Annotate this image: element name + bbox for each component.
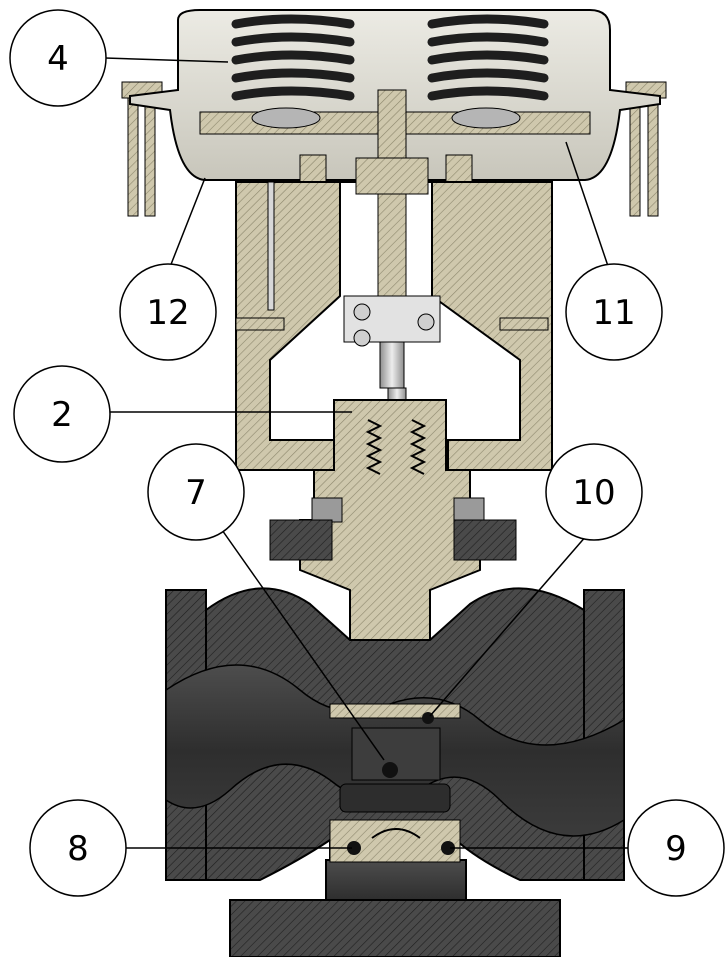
leader-lines [104, 57, 640, 849]
callout-7-label: 7 [185, 473, 207, 513]
callout-8: 8 [29, 799, 127, 897]
right-bracket [625, 81, 667, 217]
callout-9: 9 [627, 799, 725, 897]
callout-4: 4 [9, 9, 107, 107]
callout-12: 12 [119, 263, 217, 361]
callout-11-label: 11 [592, 293, 635, 333]
callout-8-label: 8 [67, 829, 89, 869]
callout-7: 7 [147, 443, 245, 541]
callouts: 4 12 11 2 7 10 8 9 [9, 9, 725, 897]
callout-2: 2 [13, 365, 111, 463]
callout-11: 11 [565, 263, 663, 361]
callout-10: 10 [545, 443, 643, 541]
left-bracket [121, 81, 163, 217]
callout-2-label: 2 [51, 395, 73, 435]
plug-and-seat [329, 703, 461, 863]
callout-12-label: 12 [146, 293, 189, 333]
callout-9-label: 9 [665, 829, 687, 869]
bonnet [269, 399, 517, 641]
callout-4-label: 4 [47, 39, 69, 79]
callout-10-label: 10 [572, 473, 615, 513]
spring-left [231, 14, 355, 101]
spring-right [427, 14, 549, 101]
